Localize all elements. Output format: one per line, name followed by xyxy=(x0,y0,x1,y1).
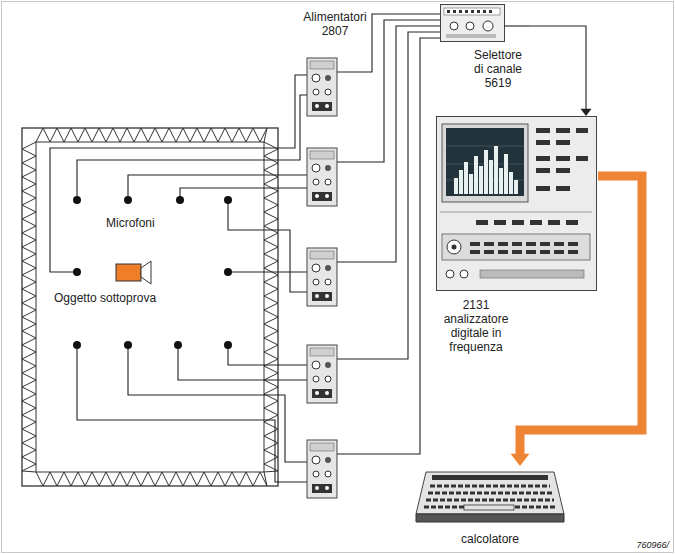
computer: calcolatore xyxy=(414,466,566,550)
device-label: calcolatore xyxy=(450,532,530,546)
part-label: Microfoni xyxy=(106,216,155,230)
microphone-wires xyxy=(50,75,308,482)
device-label: Selettore di canale 5619 xyxy=(468,48,528,90)
frequency-analyzer: 2131 analizzatore digitale in frequenza xyxy=(436,116,598,361)
power-supplies xyxy=(307,58,337,498)
signal-connector xyxy=(530,26,592,116)
device-label: 2131 analizzatore digitale in frequenza xyxy=(436,298,516,354)
reference-number: 760966/ xyxy=(636,540,669,551)
part-label: Oggetto sottoprova xyxy=(54,291,156,305)
device-group-label: Alimentatori 2807 xyxy=(300,10,370,38)
loudspeaker xyxy=(116,261,151,284)
channel-selector: Selettore di canale 5619 xyxy=(440,4,530,96)
anechoic-chamber xyxy=(22,128,278,486)
microphone-dots xyxy=(73,196,232,349)
supply-wires xyxy=(337,14,440,454)
